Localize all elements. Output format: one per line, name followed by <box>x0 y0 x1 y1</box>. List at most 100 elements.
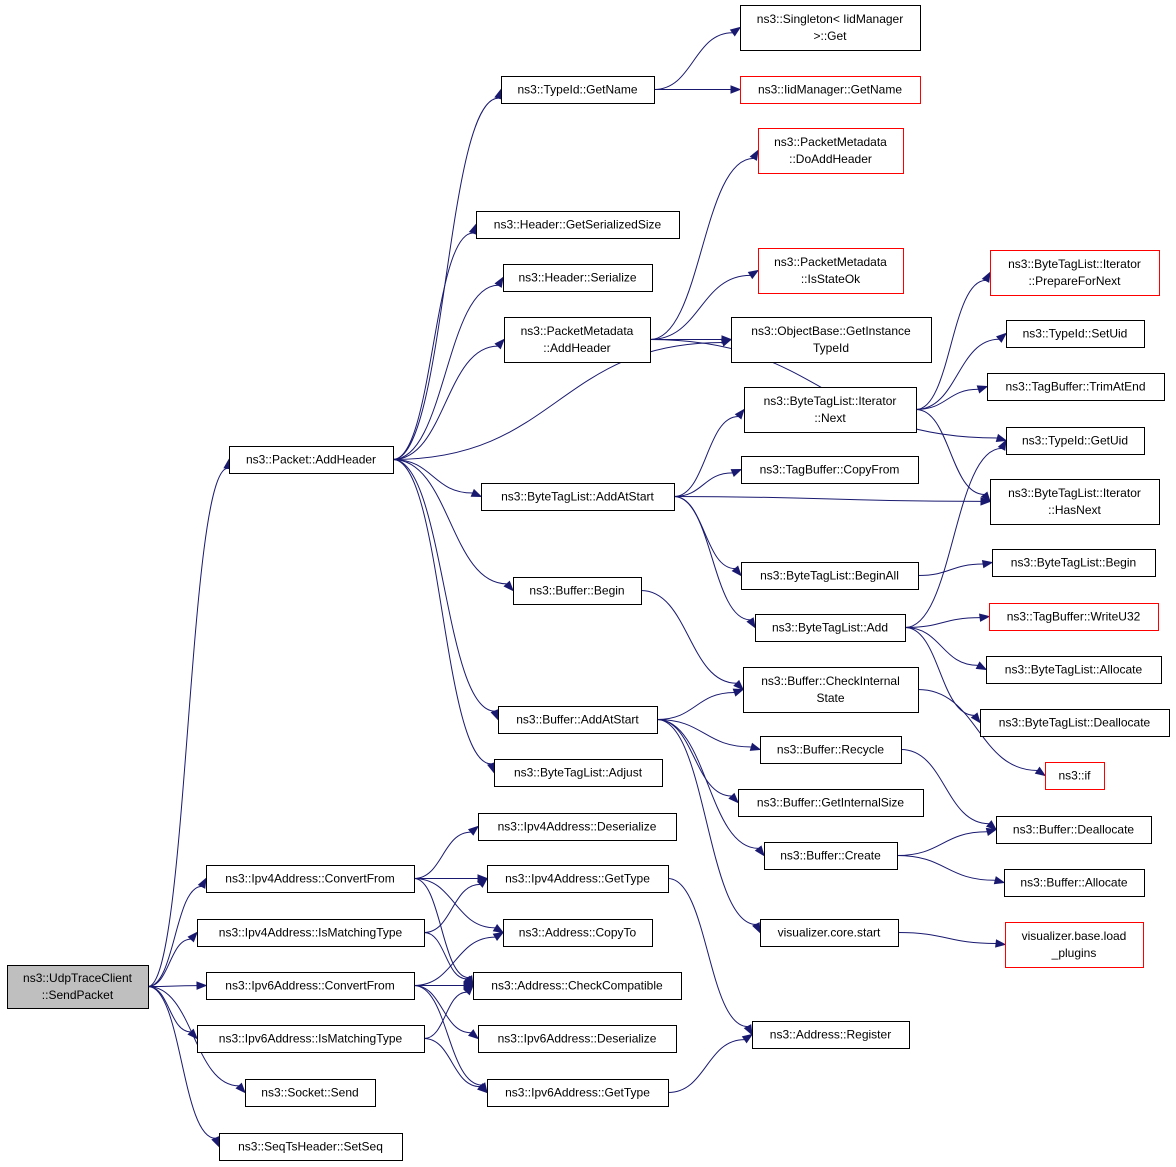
function-node[interactable]: ns3::Address::Register <box>752 1021 910 1049</box>
edge-line <box>656 691 735 720</box>
function-node[interactable]: ns3::Header::GetSerializedSize <box>476 211 680 239</box>
edge-line <box>904 447 1002 628</box>
node-label: ns3::Buffer::Deallocate <box>1013 823 1135 837</box>
node-box <box>989 603 1159 631</box>
function-node[interactable]: ns3::Buffer::GetInternalSize <box>738 789 924 817</box>
function-node[interactable]: ns3::TagBuffer::CopyFrom <box>741 456 919 484</box>
function-node[interactable]: ns3::TypeId::GetUid <box>1006 427 1145 455</box>
node-label: ns3::Ipv4Address::GetType <box>505 872 650 886</box>
function-nodes: ns3::UdpTraceClient::SendPacket ns3::Pack… <box>7 5 1170 1161</box>
node-label: TypeId <box>813 341 849 355</box>
call-edge <box>147 986 220 1148</box>
function-node[interactable]: ns3::Ipv4Address::Deserialize <box>478 813 677 841</box>
node-label: ns3::Buffer::CheckInternal <box>761 674 900 688</box>
function-node[interactable]: ns3::TagBuffer::TrimAtEnd <box>987 373 1165 401</box>
function-node[interactable]: ns3::Ipv4Address::ConvertFrom <box>206 865 415 893</box>
node-box <box>219 1133 403 1161</box>
arrow-head-icon <box>494 338 505 350</box>
arrow-head-icon <box>754 845 765 857</box>
function-node[interactable]: ns3::Packet::AddHeader <box>229 446 394 474</box>
function-node[interactable]: ns3::PacketMetadata::IsStateOk <box>758 248 904 294</box>
function-node[interactable]: ns3::Buffer::Create <box>764 842 898 870</box>
function-node[interactable]: ns3::ByteTagList::Allocate <box>986 656 1162 684</box>
function-node[interactable]: visualizer.base.load_plugins <box>1005 922 1144 968</box>
function-node[interactable]: ns3::if <box>1045 762 1105 790</box>
edge-line <box>904 627 979 666</box>
node-box <box>7 965 149 1009</box>
arrow-head-icon <box>477 877 489 888</box>
function-node[interactable]: ns3::Buffer::Recycle <box>760 736 902 764</box>
function-node[interactable]: ns3::ByteTagList::BeginAll <box>741 562 919 590</box>
node-label: ::HasNext <box>1048 503 1101 517</box>
edge-line <box>413 878 469 979</box>
function-node[interactable]: ns3::ByteTagList::Iterator::Next <box>744 387 917 433</box>
call-edge <box>673 496 742 577</box>
call-edge <box>147 986 198 1040</box>
node-label: ns3::Buffer::Allocate <box>1020 876 1128 890</box>
function-node[interactable]: ns3::Buffer::Deallocate <box>996 816 1152 844</box>
function-node[interactable]: ns3::Ipv6Address::GetType <box>487 1079 669 1107</box>
call-edge <box>656 719 739 804</box>
call-edge <box>904 627 988 671</box>
node-label: ns3::Buffer::Create <box>780 849 881 863</box>
arrow-head-icon <box>187 931 198 943</box>
function-node[interactable]: ns3::TagBuffer::WriteU32 <box>989 603 1159 631</box>
function-node[interactable]: ns3::Ipv6Address::ConvertFrom <box>206 972 415 1000</box>
function-node[interactable]: ns3::ByteTagList::Iterator::HasNext <box>990 479 1160 525</box>
function-node[interactable]: ns3::Buffer::Allocate <box>1004 869 1145 897</box>
edge-line <box>413 936 496 986</box>
function-node[interactable]: ns3::Ipv4Address::GetType <box>487 865 669 893</box>
edge-line <box>917 563 984 576</box>
function-node[interactable]: ns3::UdpTraceClient::SendPacket <box>7 965 149 1009</box>
arrow-head-icon <box>734 408 745 420</box>
function-node[interactable]: ns3::Ipv6Address::IsMatchingType <box>197 1025 425 1053</box>
node-box <box>1045 762 1105 790</box>
node-label: ns3::Address::Register <box>770 1028 891 1042</box>
call-edge <box>423 984 474 1039</box>
function-node[interactable]: ns3::Header::Serialize <box>503 264 653 292</box>
node-box <box>498 706 658 734</box>
node-label: ns3::Address::CopyTo <box>519 926 637 940</box>
function-node[interactable]: ns3::Ipv4Address::IsMatchingType <box>197 919 425 947</box>
node-box <box>481 483 675 511</box>
node-box <box>752 1021 910 1049</box>
function-node[interactable]: ns3::ByteTagList::AddAtStart <box>481 483 675 511</box>
edge-line <box>673 496 982 502</box>
function-node[interactable]: ns3::Buffer::AddAtStart <box>498 706 658 734</box>
function-node[interactable]: ns3::IidManager::GetName <box>740 76 921 104</box>
function-node[interactable]: ns3::ByteTagList::Iterator::PrepareForNe… <box>990 250 1160 296</box>
function-node[interactable]: ns3::Ipv6Address::Deserialize <box>478 1025 677 1053</box>
arrow-head-icon <box>752 922 761 934</box>
node-label: ns3::TypeId::GetUid <box>1022 434 1128 448</box>
arrow-head-icon <box>741 1033 754 1044</box>
function-node[interactable]: ns3::SeqTsHeader::SetSeq <box>219 1133 403 1161</box>
node-box <box>740 5 921 51</box>
edge-line <box>656 719 752 748</box>
function-node[interactable]: ns3::PacketMetadata::DoAddHeader <box>758 128 904 174</box>
function-node[interactable]: visualizer.core.start <box>760 919 899 947</box>
edge-line <box>673 496 736 570</box>
function-node[interactable]: ns3::TypeId::GetName <box>501 76 655 104</box>
node-label: ns3::Buffer::AddAtStart <box>516 713 639 727</box>
node-box <box>487 865 669 893</box>
function-node[interactable]: ns3::Buffer::Begin <box>513 577 642 605</box>
function-node[interactable]: ns3::ByteTagList::Deallocate <box>980 709 1170 737</box>
arrow-head-icon <box>494 88 503 100</box>
call-edge <box>147 931 198 987</box>
arrow-head-icon <box>985 827 998 837</box>
function-node[interactable]: ns3::ByteTagList::Adjust <box>494 759 663 787</box>
function-node[interactable]: ns3::Address::CopyTo <box>503 919 653 947</box>
node-label: ns3::Ipv6Address::Deserialize <box>498 1032 657 1046</box>
function-node[interactable]: ns3::Singleton< IidManager>::Get <box>740 5 921 51</box>
node-label: ns3::Buffer::GetInternalSize <box>757 796 905 810</box>
function-node[interactable]: ns3::ByteTagList::Begin <box>992 549 1156 577</box>
node-label: >::Get <box>813 29 847 43</box>
function-node[interactable]: ns3::TypeId::SetUid <box>1006 320 1145 348</box>
node-box <box>987 373 1165 401</box>
function-node[interactable]: ns3::Socket::Send <box>245 1079 376 1107</box>
function-node[interactable]: ns3::ByteTagList::Add <box>755 614 906 642</box>
function-node[interactable]: ns3::PacketMetadata::AddHeader <box>504 317 651 363</box>
function-node[interactable]: ns3::Address::CheckCompatible <box>473 972 682 1000</box>
